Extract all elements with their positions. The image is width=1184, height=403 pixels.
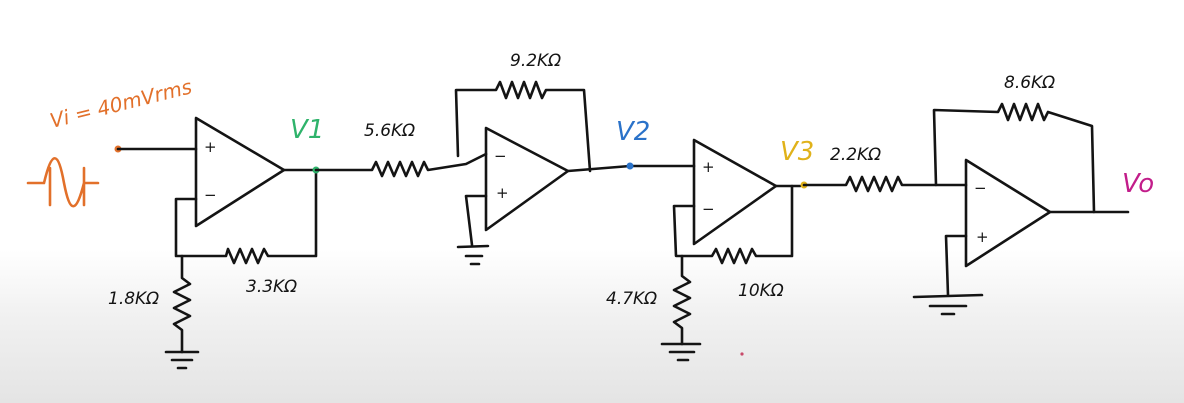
op-amp-4-minus: − (974, 179, 987, 197)
wire-stage4-feedback (932, 102, 1096, 214)
stage-3-noninverting-amp: + − 4.7KΩ 10KΩ (606, 138, 802, 362)
resistor-1-8k-to-ground (172, 254, 192, 354)
ground-2-icon (456, 244, 490, 266)
op-amp-1-minus: − (204, 186, 217, 204)
op-amp-1-plus: + (204, 138, 217, 156)
wire-stage4-plus-to-ground (944, 234, 968, 297)
resistor-4-7k-to-ground (672, 254, 692, 346)
node-v2-dot (626, 162, 634, 170)
r-10k-label: 10KΩ (738, 281, 784, 301)
node-v1-label: V1 (290, 115, 324, 145)
r-1-8k-label: 1.8KΩ (108, 289, 159, 309)
wire-stage2-feedback (454, 80, 592, 173)
r-4-7k-label: 4.7KΩ (606, 289, 657, 309)
node-v3-label: V3 (780, 137, 814, 167)
stage-4-inverting-amp: 2.2KΩ − + 8.6KΩ (802, 73, 1130, 316)
resistor-5-6k-input (314, 152, 488, 178)
op-amp-2-minus: − (494, 147, 507, 165)
stage-1-noninverting-amp: + − 1.8KΩ 3.3KΩ (108, 116, 318, 370)
sine-source-icon (26, 157, 100, 208)
r-5-6k-label: 5.6KΩ (364, 121, 415, 141)
op-amp-2-plus: + (496, 184, 509, 202)
ground-4-icon (912, 293, 984, 316)
stray-mark (740, 352, 744, 356)
resistor-2-2k-input (802, 175, 968, 193)
wire-stage2-plus-to-ground (464, 194, 488, 247)
r-8-6k-label: 8.6KΩ (1004, 73, 1055, 93)
signal-source: Vi = 40mVrms (26, 74, 194, 208)
stage-2-inverting-amp: 5.6KΩ − + 9.2KΩ (314, 51, 696, 266)
ground-1-icon (164, 350, 200, 370)
ground-3-icon (660, 342, 702, 362)
r-2-2k-label: 2.2KΩ (830, 145, 881, 165)
op-amp-3-minus: − (702, 200, 715, 218)
source-label: Vi = 40mVrms (47, 74, 194, 132)
op-amp-4-plus: + (976, 228, 989, 246)
wire-stage1-feedback (174, 168, 318, 265)
op-amp-3 (692, 138, 778, 246)
r-3-3k-label: 3.3KΩ (246, 277, 297, 297)
r-9-2k-label: 9.2KΩ (510, 51, 561, 71)
op-amp-2 (484, 126, 570, 232)
op-amp-4 (964, 158, 1052, 268)
op-amp-3-plus: + (702, 158, 715, 176)
node-vo-label: Vo (1122, 169, 1154, 199)
wire-stage3-feedback (672, 184, 794, 265)
node-v2-label: V2 (616, 117, 650, 147)
op-amp-1 (194, 116, 286, 228)
